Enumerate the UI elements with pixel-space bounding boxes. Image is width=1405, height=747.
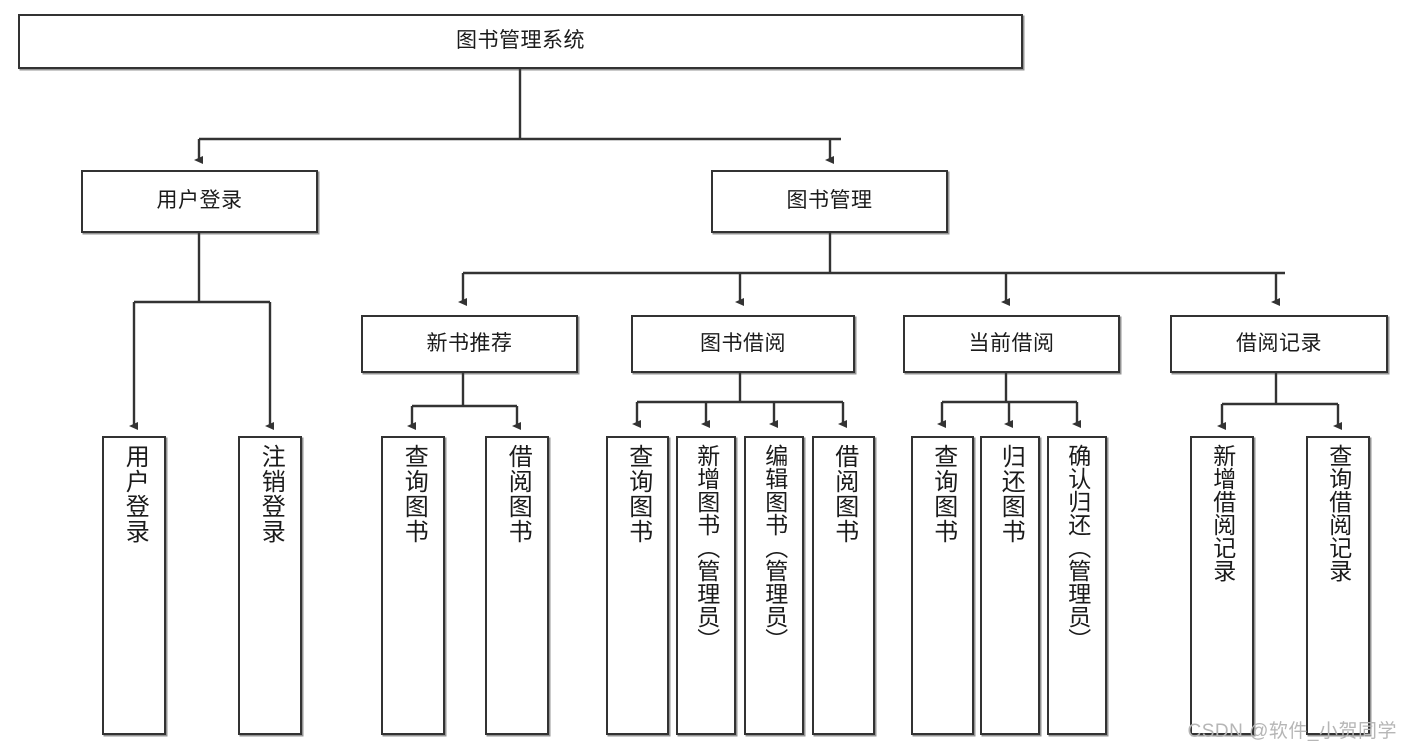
leaf-borrow-book-borrowing-label: 借阅图书 (830, 444, 858, 544)
leaf-query-book-recommendation[interactable]: 查询图书 (381, 436, 445, 735)
node-root-label: 图书管理系统 (456, 29, 585, 53)
leaf-query-borrow-record[interactable]: 查询借阅记录 (1306, 436, 1370, 735)
node-book-borrowing-label: 图书借阅 (700, 331, 786, 355)
leaf-add-borrow-record-label: 新增借阅记录 (1209, 444, 1236, 582)
node-borrowing-record-label: 借阅记录 (1236, 331, 1322, 355)
leaf-user-login[interactable]: 用户登录 (102, 436, 166, 735)
csdn-watermark: CSDN @软件_小贺同学 (1187, 721, 1397, 742)
leaf-borrow-book-recommendation[interactable]: 借阅图书 (485, 436, 549, 735)
node-user-login-label: 用户登录 (156, 189, 243, 213)
node-book-management-label: 图书管理 (786, 189, 873, 213)
node-user-login[interactable]: 用户登录 (81, 170, 318, 233)
leaf-query-book-recommendation-label: 查询图书 (400, 444, 428, 544)
node-borrowing-record[interactable]: 借阅记录 (1170, 315, 1388, 373)
leaf-query-book-current[interactable]: 查询图书 (911, 436, 974, 735)
node-book-management[interactable]: 图书管理 (711, 170, 948, 233)
leaf-user-logout[interactable]: 注销登录 (238, 436, 302, 735)
node-current-borrowing-label: 当前借阅 (968, 331, 1055, 355)
node-root[interactable]: 图书管理系统 (18, 14, 1023, 69)
leaf-query-book-borrowing[interactable]: 查询图书 (606, 436, 669, 735)
leaf-user-logout-label: 注销登录 (257, 444, 285, 544)
leaf-borrow-book-recommendation-label: 借阅图书 (504, 444, 532, 544)
leaf-user-login-label: 用户登录 (121, 444, 149, 544)
leaf-confirm-return[interactable]: 确认归还（管理员） (1047, 436, 1107, 735)
node-current-borrowing[interactable]: 当前借阅 (903, 315, 1120, 373)
leaf-query-book-current-label: 查询图书 (929, 444, 957, 544)
leaf-add-borrow-record[interactable]: 新增借阅记录 (1190, 436, 1254, 735)
leaf-edit-book[interactable]: 编辑图书（管理员） (744, 436, 804, 735)
leaf-borrow-book-borrowing[interactable]: 借阅图书 (812, 436, 875, 735)
leaf-add-book[interactable]: 新增图书（管理员） (676, 436, 736, 735)
leaf-confirm-return-label: 确认归还（管理员） (1064, 444, 1091, 651)
leaf-query-borrow-record-label: 查询借阅记录 (1325, 444, 1352, 582)
node-new-book-recommendation[interactable]: 新书推荐 (361, 315, 578, 373)
node-new-book-recommendation-label: 新书推荐 (426, 331, 513, 355)
node-book-borrowing[interactable]: 图书借阅 (631, 315, 855, 373)
leaf-edit-book-label: 编辑图书（管理员） (761, 444, 788, 651)
leaf-add-book-label: 新增图书（管理员） (693, 444, 720, 651)
leaf-return-book[interactable]: 归还图书 (980, 436, 1040, 735)
leaf-query-book-borrowing-label: 查询图书 (624, 444, 652, 544)
leaf-return-book-label: 归还图书 (997, 444, 1025, 544)
